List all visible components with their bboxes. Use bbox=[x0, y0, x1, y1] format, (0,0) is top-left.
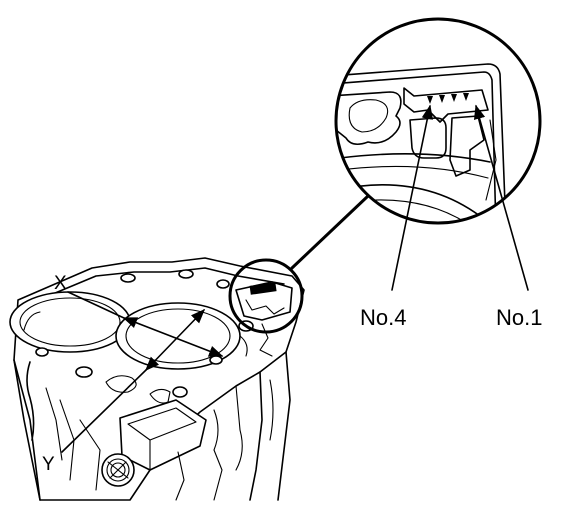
y-direction-arrow bbox=[144, 308, 206, 372]
no1-leader-line bbox=[473, 104, 529, 291]
triangle-mark-no3 bbox=[439, 95, 445, 103]
cylinder-bore-left bbox=[9, 291, 131, 353]
cylinder-triangle-marks bbox=[427, 93, 469, 104]
no4-leader-line bbox=[391, 104, 434, 291]
detail-callout-circle bbox=[228, 258, 304, 334]
triangle-mark-no4 bbox=[427, 96, 433, 104]
triangle-mark-no2 bbox=[451, 94, 457, 102]
y-leader-line bbox=[61, 369, 147, 453]
magnified-detail bbox=[334, 17, 542, 225]
x-leader-line bbox=[67, 291, 125, 319]
callout-connector-line bbox=[290, 194, 370, 270]
magnified-circle-border bbox=[334, 17, 542, 225]
x-axis-label: X bbox=[54, 273, 67, 294]
no1-label: No.1 bbox=[496, 305, 542, 330]
triangle-mark-no1 bbox=[463, 93, 469, 101]
no4-label: No.4 bbox=[360, 305, 406, 330]
bore-measurement-lines bbox=[61, 291, 224, 453]
cylinder-number-stamp bbox=[249, 282, 277, 295]
y-axis-label: Y bbox=[42, 454, 55, 475]
